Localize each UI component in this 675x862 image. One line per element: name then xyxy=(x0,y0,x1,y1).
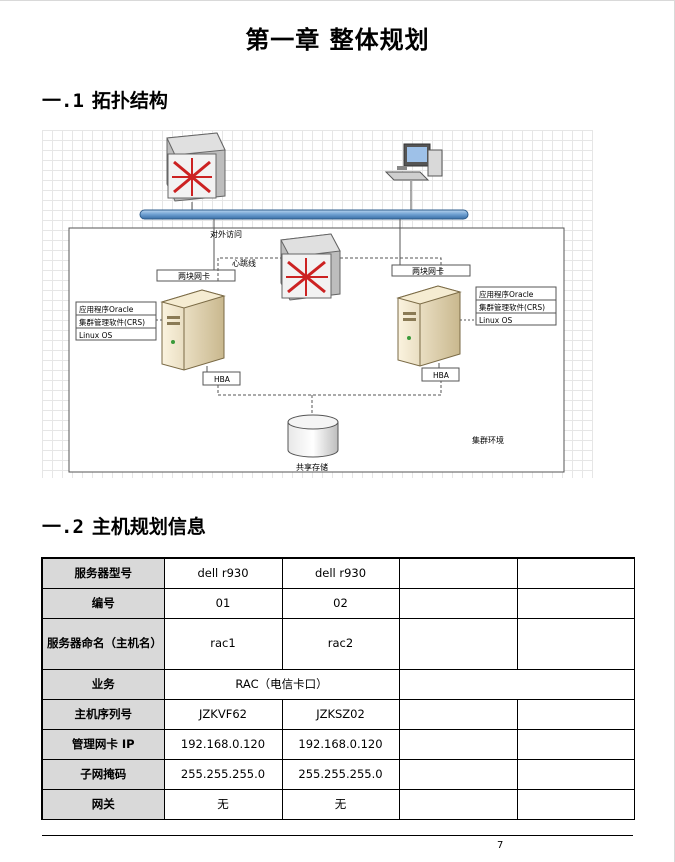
top-switch-icon xyxy=(166,132,226,202)
left-stack-os: Linux OS xyxy=(79,331,112,340)
table-cell: 192.168.0.120 xyxy=(281,728,400,760)
table-cell: 255.255.255.0 xyxy=(281,758,400,790)
left-stack-crs: 集群管理软件(CRS) xyxy=(79,317,145,327)
table-cell xyxy=(398,587,518,619)
nic-label-left: 两块网卡 xyxy=(178,271,210,281)
row-label: 业务 xyxy=(41,668,165,700)
table-cell xyxy=(516,788,635,820)
table-cell xyxy=(516,587,635,619)
table-cell: rac2 xyxy=(281,617,400,670)
section-number: 一.2 xyxy=(42,516,84,538)
table-cell xyxy=(398,728,518,760)
table-cell: RAC（电信卡口） xyxy=(163,668,400,700)
shared-storage-icon xyxy=(287,414,339,458)
table-cell xyxy=(516,617,635,670)
table-cell xyxy=(398,668,635,700)
section-heading-topology: 一.1 拓扑结构 xyxy=(42,86,168,113)
table-cell xyxy=(398,698,518,730)
left-stack-app: 应用程序Oracle xyxy=(79,304,134,314)
row-label: 管理网卡 IP xyxy=(41,728,165,760)
center-switch-icon xyxy=(280,233,341,301)
footer-rule xyxy=(42,835,633,836)
table-row: 管理网卡 IP 192.168.0.120 192.168.0.120 xyxy=(41,728,635,760)
cluster-env-label: 集群环境 xyxy=(472,435,504,445)
row-label: 子网掩码 xyxy=(41,758,165,790)
right-software-stack xyxy=(475,286,557,326)
table-cell xyxy=(398,758,518,790)
table-row: 编号 01 02 xyxy=(41,587,635,619)
right-stack-os: Linux OS xyxy=(479,316,512,325)
right-stack-app: 应用程序Oracle xyxy=(479,289,534,299)
section-number: 一.1 xyxy=(42,90,84,112)
table-cell: 255.255.255.0 xyxy=(163,758,283,790)
table-row: 服务器命名（主机名） rac1 rac2 xyxy=(41,617,635,670)
nic-label-right: 两块网卡 xyxy=(412,266,444,276)
table-cell xyxy=(516,557,635,589)
row-label: 服务器型号 xyxy=(41,557,165,589)
table-cell: rac1 xyxy=(163,617,283,670)
external-access-label: 对外访问 xyxy=(210,229,242,239)
table-cell: 192.168.0.120 xyxy=(163,728,283,760)
table-cell xyxy=(516,728,635,760)
table-row: 服务器型号 dell r930 dell r930 xyxy=(41,557,635,589)
hba-label-left: HBA xyxy=(214,375,231,384)
section-title: 拓扑结构 xyxy=(91,90,168,112)
hba-label-right: HBA xyxy=(433,371,450,380)
right-server-icon xyxy=(396,285,462,367)
table-cell: JZKSZ02 xyxy=(281,698,400,730)
table-row: 网关 无 无 xyxy=(41,788,635,820)
shared-storage-label: 共享存储 xyxy=(296,462,328,472)
table-cell: dell r930 xyxy=(163,557,283,589)
host-plan-table: 服务器型号 dell r930 dell r930 编号 01 02 服务器命名… xyxy=(41,557,635,820)
page-top-border xyxy=(0,0,675,1)
row-label: 服务器命名（主机名） xyxy=(41,617,165,670)
table-cell: 01 xyxy=(163,587,283,619)
table-row: 子网掩码 255.255.255.0 255.255.255.0 xyxy=(41,758,635,790)
heartbeat-line xyxy=(217,257,442,281)
chapter-title: 第一章 整体规划 xyxy=(245,26,430,54)
right-stack-crs: 集群管理软件(CRS) xyxy=(479,302,545,312)
network-bus xyxy=(139,209,469,220)
row-label: 主机序列号 xyxy=(41,698,165,730)
table-cell xyxy=(516,698,635,730)
table-cell: 无 xyxy=(281,788,400,820)
table-cell: 无 xyxy=(163,788,283,820)
section-heading-host-plan: 一.2 主机规划信息 xyxy=(42,512,206,539)
topology-diagram: 对外访问 两块网卡 两块网卡 心跳线 xyxy=(42,130,593,478)
table-row: 业务 RAC（电信卡口） xyxy=(41,668,635,700)
table-row: 主机序列号 JZKVF62 JZKSZ02 xyxy=(41,698,635,730)
page-number: 7 xyxy=(497,840,504,851)
table-cell: 02 xyxy=(281,587,400,619)
table-cell: dell r930 xyxy=(281,557,400,589)
table-cell: JZKVF62 xyxy=(163,698,283,730)
san-line xyxy=(217,381,442,396)
workstation-icon xyxy=(384,143,443,181)
table-cell xyxy=(516,758,635,790)
section-title: 主机规划信息 xyxy=(91,516,206,538)
row-label: 编号 xyxy=(41,587,165,619)
heartbeat-label: 心跳线 xyxy=(232,258,256,268)
left-software-stack xyxy=(75,301,157,341)
table-cell xyxy=(398,617,518,670)
table-cell xyxy=(398,557,518,589)
table-cell xyxy=(398,788,518,820)
left-server-icon xyxy=(160,289,226,371)
row-label: 网关 xyxy=(41,788,165,820)
